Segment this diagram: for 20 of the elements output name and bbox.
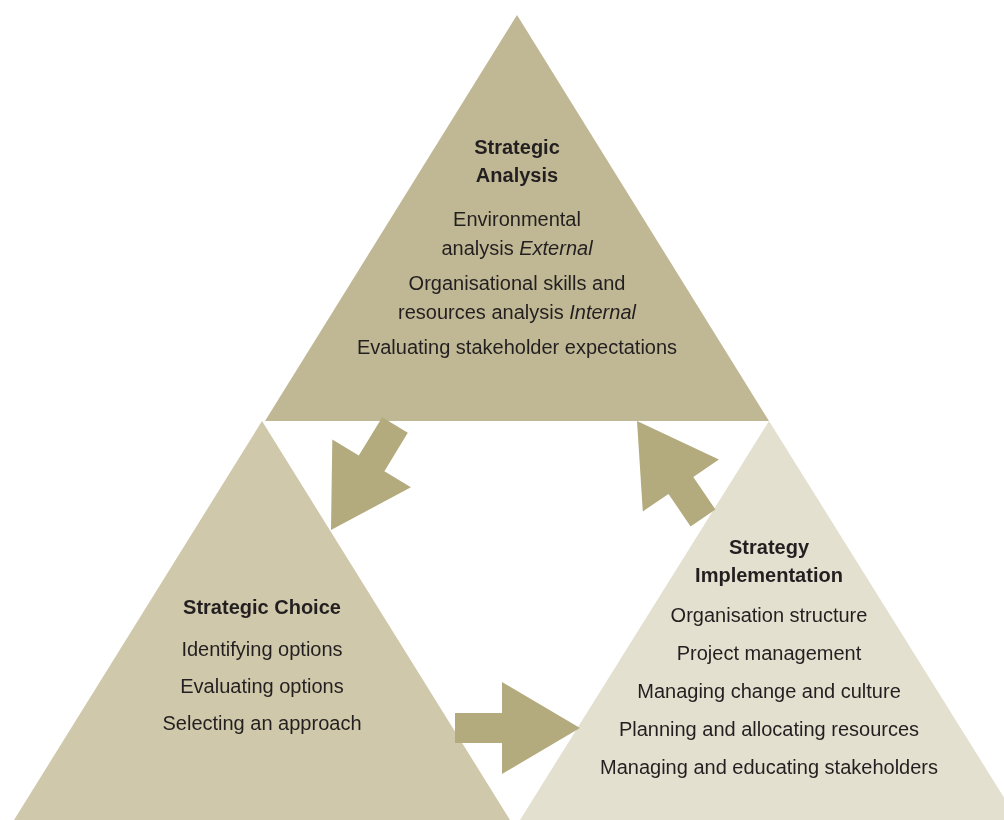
block-arrow bbox=[331, 417, 411, 530]
triangle-shape bbox=[265, 15, 769, 421]
stage-item: Project management bbox=[675, 641, 863, 666]
stage-item: Evaluating stakeholder expectations bbox=[355, 335, 679, 360]
stage-item: Planning and allocating resources bbox=[617, 717, 921, 742]
block-arrow bbox=[637, 421, 719, 527]
stage-item: Organisational skills and resources analysis Internal bbox=[397, 271, 638, 325]
stage-heading: Strategic Analysis bbox=[473, 135, 561, 188]
stage-item: Selecting an approach bbox=[161, 711, 363, 736]
stage-item: Identifying options bbox=[180, 637, 344, 662]
stage-item: Evaluating options bbox=[179, 674, 345, 699]
triangle-shape bbox=[14, 421, 510, 820]
stage-item: Environmental analysis External bbox=[440, 207, 594, 261]
block-arrow bbox=[455, 682, 580, 774]
triangle-shape bbox=[520, 421, 1004, 820]
stage-heading: Strategy Implementation bbox=[694, 535, 844, 588]
stage-item: Managing change and culture bbox=[636, 679, 902, 704]
stage-item: Managing and educating stakeholders bbox=[599, 755, 939, 780]
stage-item: Organisation structure bbox=[669, 603, 869, 628]
stage-heading: Strategic Choice bbox=[182, 595, 342, 620]
